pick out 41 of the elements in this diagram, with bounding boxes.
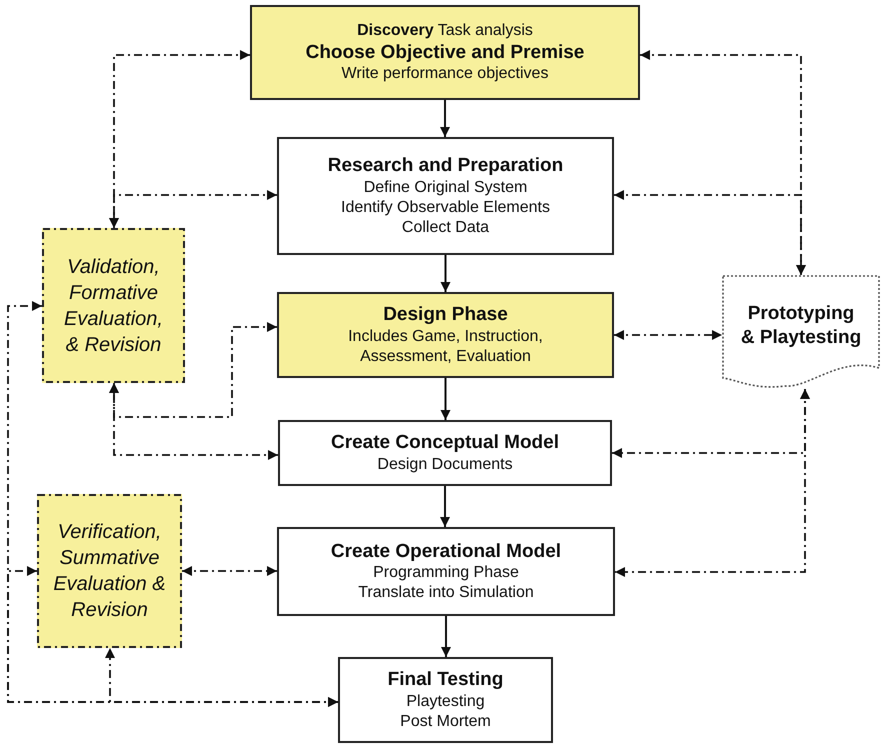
review-box <box>37 494 182 648</box>
dashed-connector <box>109 383 278 460</box>
heading: Final Testing <box>388 668 504 692</box>
heading: Design Phase <box>383 303 508 327</box>
review-box <box>42 228 185 383</box>
description: Identify Observable Elements <box>341 198 550 218</box>
description: Define Original System <box>364 178 528 198</box>
dashed-connector <box>615 389 810 577</box>
description: Playtesting <box>406 692 485 712</box>
dashed-connector <box>614 330 722 340</box>
description: Verification, Summative Evaluation & Revision <box>52 520 167 623</box>
description: Translate into Simulation <box>358 583 534 604</box>
process-box <box>277 292 614 378</box>
process-box <box>278 420 612 486</box>
description: Validation, Formative Evaluation, & Revision <box>63 254 164 358</box>
process-box <box>277 137 614 255</box>
dashed-connector <box>105 648 338 707</box>
description: Design Documents <box>377 454 513 475</box>
description: Discovery Task analysis <box>357 20 533 41</box>
dashed-connector <box>182 566 277 576</box>
process-box <box>338 657 553 743</box>
arrow <box>440 378 450 420</box>
dashed-connector <box>109 190 277 228</box>
description: Includes Game, Instruction, Assessment, Evaluation <box>347 326 544 367</box>
description: Write performance objectives <box>342 64 548 84</box>
arrow <box>440 255 450 292</box>
arrow <box>440 100 450 137</box>
dashed-connector <box>614 190 806 275</box>
heading: Research and Preparation <box>328 154 564 178</box>
heading: Create Conceptual Model <box>330 431 560 455</box>
description: Programming Phase <box>373 563 519 584</box>
description: Collect Data <box>402 218 490 238</box>
document-shape <box>722 275 880 390</box>
process-box <box>250 5 640 100</box>
heading: Choose Objective and Premise <box>306 40 584 64</box>
arrow <box>441 616 451 657</box>
heading: Create Operational Model <box>330 540 562 564</box>
arrow <box>440 486 450 527</box>
process-box <box>277 527 615 616</box>
heading: Prototyping & Playtesting <box>740 302 862 350</box>
description: Post Mortem <box>400 712 491 732</box>
